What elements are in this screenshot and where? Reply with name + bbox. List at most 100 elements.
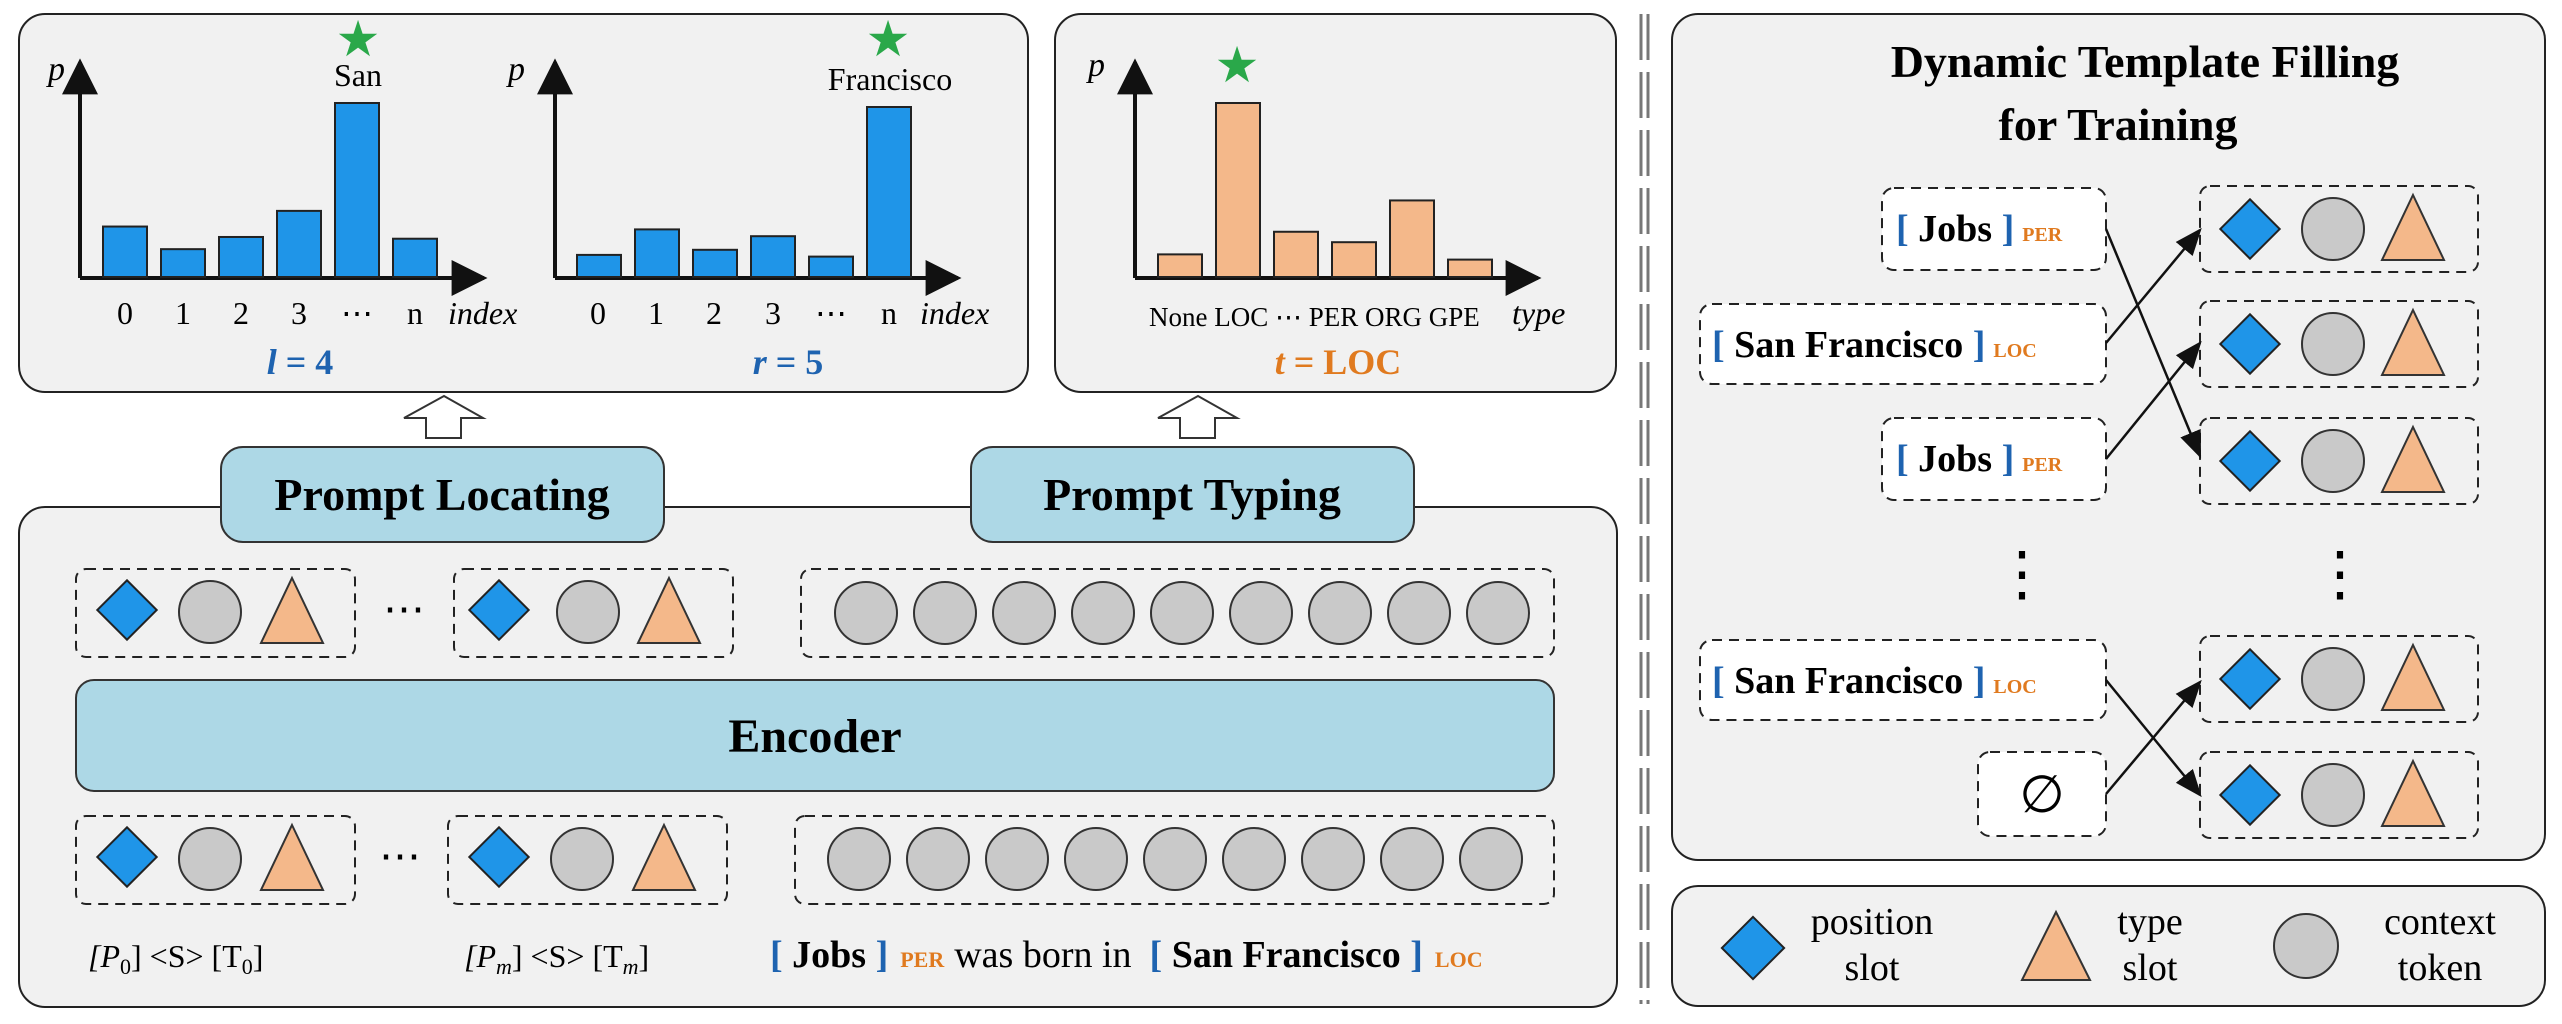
type-slot <box>2380 642 2446 711</box>
slot-group <box>75 568 356 658</box>
left-chart-axis-index: index <box>448 295 517 331</box>
context-token <box>1459 827 1523 891</box>
bar <box>160 248 206 279</box>
dynamic-title-line2: for Training <box>1999 99 2238 150</box>
typing-output-panel <box>1054 13 1617 393</box>
slot-group <box>453 568 734 658</box>
assignment-arrow <box>2105 679 2202 795</box>
position-slot <box>95 825 159 889</box>
tick-label: 3 <box>291 295 307 331</box>
bar <box>750 235 796 278</box>
position-slot <box>467 825 531 889</box>
prompt-locating-label: Prompt Locating <box>274 469 609 520</box>
vertical-dots: ⋮ <box>1992 541 2052 607</box>
type-chart: p type None LOC ⋯ PER ORG GPE ★ t = LOC <box>1086 37 1565 382</box>
context-token <box>2301 429 2365 493</box>
context-token <box>906 827 970 891</box>
empty-entity-box: ∅ <box>1977 751 2107 837</box>
context-token-icon <box>2273 913 2339 979</box>
svg-text:[ San Francisco ]LOC: [ San Francisco ]LOC <box>1712 660 2037 702</box>
context-token <box>2301 647 2365 711</box>
right-boundary-label: r = 5 <box>753 342 824 382</box>
prompt-0-label: [P0] <S> [T0] <box>88 938 263 979</box>
tick-label: 3 <box>765 295 781 331</box>
template-slot-group <box>2199 417 2479 505</box>
entity-box: [ San Francisco ]LOC <box>1699 303 2107 385</box>
template-slot-group <box>2199 300 2479 388</box>
position-slot <box>95 578 159 642</box>
tick-label: 2 <box>233 295 249 331</box>
context-token <box>1064 827 1128 891</box>
bar <box>218 235 264 278</box>
tick-label: 0 <box>117 295 133 331</box>
up-arrow-typing <box>1157 394 1241 439</box>
bar <box>634 228 680 278</box>
legend-panel <box>1671 885 2546 1007</box>
tick-label: 1 <box>648 295 664 331</box>
context-token <box>1308 581 1372 645</box>
context-token <box>834 581 898 645</box>
context-token <box>550 827 614 891</box>
svg-text:[ Jobs ]PER: [ Jobs ]PER <box>1896 438 2063 480</box>
position-slot <box>467 578 531 642</box>
encoder-label: Encoder <box>728 710 901 763</box>
context-token <box>2301 197 2365 261</box>
svg-text:[ Jobs ]PER: [ Jobs ]PER <box>1896 208 2063 250</box>
context-token <box>992 581 1056 645</box>
context-token <box>827 827 891 891</box>
left-chart-ticks: 0 1 2 3 ⋯ n <box>117 295 423 331</box>
assignment-arrow <box>2105 340 2202 460</box>
bar <box>1331 241 1377 278</box>
assignment-arrows <box>2104 227 2202 798</box>
prompt-typing-label: Prompt Typing <box>1043 469 1341 520</box>
right-chart-axis-p: p <box>506 51 525 88</box>
context-token <box>1143 827 1207 891</box>
bar <box>808 255 854 279</box>
bar <box>276 209 322 279</box>
context-token <box>1387 581 1451 645</box>
output-context-group <box>800 568 1555 658</box>
position-slot <box>2218 763 2282 827</box>
template-slot-group <box>2199 185 2479 273</box>
svg-text:[ San Francisco ]LOC: [ San Francisco ]LOC <box>1712 324 2037 366</box>
bar <box>102 225 148 278</box>
star-icon: ★ <box>336 11 381 67</box>
ellipsis: ⋯ <box>379 834 421 880</box>
tick-label: ⋯ <box>341 295 373 331</box>
context-token <box>1150 581 1214 645</box>
bar <box>1447 258 1493 279</box>
right-chart-ticks: 0 1 2 3 ⋯ n <box>590 295 897 331</box>
context-token <box>178 580 242 644</box>
type-slot <box>2380 758 2446 827</box>
up-arrow-locating <box>403 394 487 439</box>
position-slot <box>2218 197 2282 261</box>
ellipsis: ⋯ <box>383 587 425 633</box>
context-token <box>1466 581 1530 645</box>
output-prompt-slots: ⋯ <box>75 568 734 658</box>
tick-label: ⋯ <box>815 295 847 331</box>
type-slot <box>2380 192 2446 261</box>
right-chart: p index 0 1 2 3 ⋯ n Francisco ★ r = 5 <box>506 11 989 382</box>
context-token <box>1071 581 1135 645</box>
left-chart: p index 0 1 2 3 ⋯ n San ★ l = 4 <box>46 11 517 382</box>
tick-label: 2 <box>706 295 722 331</box>
bar <box>576 253 622 278</box>
type-slot <box>2380 307 2446 376</box>
input-prompt-slots: ⋯ <box>75 815 728 905</box>
type-chart-axis-p: p <box>1086 47 1105 84</box>
entity-box: [ San Francisco ]LOC <box>1699 639 2107 721</box>
dynamic-title-line1: Dynamic Template Filling <box>1891 36 2400 87</box>
input-context-group <box>794 815 1555 905</box>
position-slot <box>2218 429 2282 493</box>
prompt-locating-module <box>220 446 665 543</box>
right-chart-star-word: Francisco <box>828 61 952 97</box>
position-slot <box>2218 647 2282 711</box>
star-icon: ★ <box>1215 37 1260 93</box>
context-token <box>1229 581 1293 645</box>
template-slot-group <box>2199 751 2479 839</box>
context-token <box>913 581 977 645</box>
slot-group <box>75 815 356 905</box>
